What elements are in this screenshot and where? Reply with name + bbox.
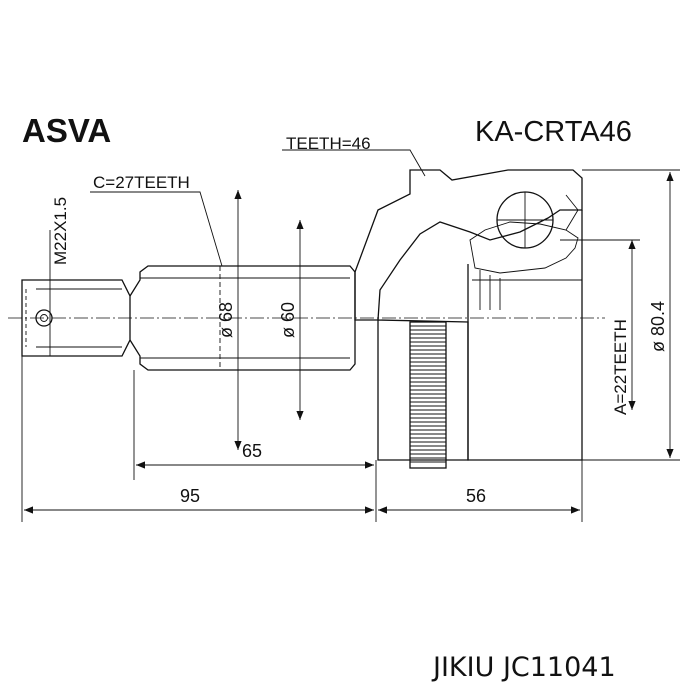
dim-56: 56 [466,486,486,506]
dim-d80: ø 80.4 [648,301,668,352]
abs-ring [409,321,447,469]
inner-teeth-label: A=22TEETH [611,319,630,415]
dim-95: 95 [180,486,200,506]
brand-logo: ASVA [22,112,111,149]
dim-65: 65 [242,441,262,461]
part-number: KA-CRTA46 [475,116,632,148]
dim-d68: ø 68 [216,302,236,338]
dimension-lines [21,149,680,522]
outer-housing [354,169,583,461]
dim-d60: ø 60 [278,302,298,338]
shaft-teeth-label: C=27TEETH [93,173,190,192]
thread-label: M22X1.5 [51,197,70,265]
outer-teeth-label: TEETH=46 [286,134,371,153]
footer-code: JIKIU JC11041 [431,652,616,683]
